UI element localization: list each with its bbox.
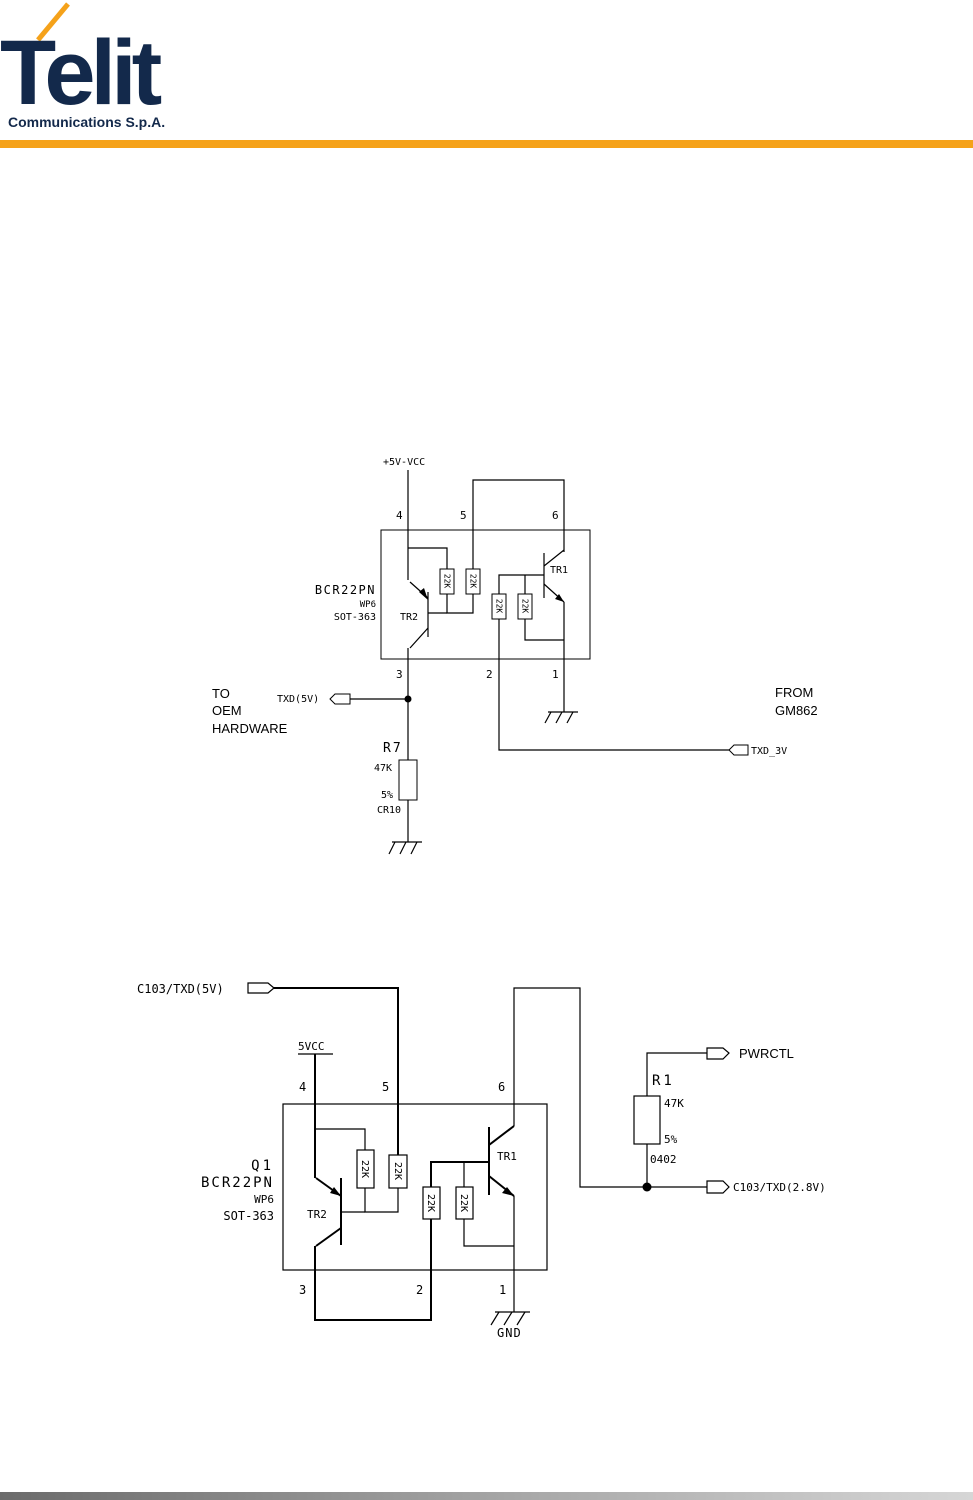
pin-2: 2 xyxy=(486,668,493,681)
port-txd-5v-label: TXD(5V) xyxy=(277,694,319,705)
wire-tr1-base-bus xyxy=(431,1162,489,1187)
resistor-22k-d-label: 22K xyxy=(521,599,530,614)
r1-tolerance: 5% xyxy=(664,1133,678,1146)
wire-c103-5v xyxy=(274,988,398,1155)
tr1-label: TR1 xyxy=(497,1150,517,1163)
pin-5: 5 xyxy=(382,1080,389,1094)
tr2-emitter xyxy=(410,628,428,648)
part-ref: Q1 xyxy=(251,1158,274,1174)
port-c103-5v-label: C103/TXD(5V) xyxy=(137,982,224,996)
wire-tr1-rbe-bottom xyxy=(525,619,564,640)
schematic-txd-level-shifter: +5V-VCC 4 5 6 3 2 1 BCR22PN WP6 SOT-363 … xyxy=(0,440,973,870)
pin-1: 1 xyxy=(552,668,559,681)
pin-3: 3 xyxy=(299,1283,306,1297)
port-txd-3v-label: TXD_3V xyxy=(751,746,787,757)
tr1-label: TR1 xyxy=(550,565,568,576)
note-to-oem-line1: TO xyxy=(212,686,230,701)
pin-6: 6 xyxy=(498,1080,505,1094)
logo-subtitle: Communications S.p.A. xyxy=(8,114,165,130)
port-flag-txd-5v xyxy=(330,694,350,704)
r1-case: 0402 xyxy=(650,1153,677,1166)
note-to-oem-line2: OEM xyxy=(212,703,242,718)
pin-4: 4 xyxy=(299,1080,306,1094)
wire-pin5-pin6 xyxy=(473,480,564,552)
resistor-22k-c-label: 22K xyxy=(495,599,504,614)
gnd-label: GND xyxy=(497,1326,522,1340)
package-name: SOT-363 xyxy=(223,1209,274,1223)
r7-value: 47K xyxy=(374,763,392,774)
footer-bar xyxy=(0,1492,973,1500)
wire-tr2-rbase xyxy=(315,1129,365,1150)
part-number: BCR22PN xyxy=(201,1175,274,1191)
r1-ref: R1 xyxy=(652,1073,675,1089)
logo-wordmark: Telit xyxy=(0,22,162,124)
pin-3: 3 xyxy=(396,668,403,681)
wire-tr1-rbe-bottom xyxy=(464,1219,514,1246)
resistor-r7 xyxy=(399,760,417,800)
supply-label: 5VCC xyxy=(298,1040,325,1053)
telit-logo: Telit Communications S.p.A. xyxy=(0,0,200,140)
port-flag-pwrctl xyxy=(707,1048,729,1059)
header-rule xyxy=(0,140,973,148)
note-from-gm-line2: GM862 xyxy=(775,703,818,718)
pin-1: 1 xyxy=(499,1283,506,1297)
ground-icon xyxy=(545,712,578,723)
tr2-label: TR2 xyxy=(307,1208,327,1221)
supply-label: +5V-VCC xyxy=(383,457,425,468)
wire-pin2 xyxy=(499,619,729,750)
r7-ref: R7 xyxy=(383,741,403,756)
ground-icon xyxy=(389,842,422,854)
page-header: Telit Communications S.p.A. xyxy=(0,0,973,150)
pin-5: 5 xyxy=(460,509,467,522)
package-name: SOT-363 xyxy=(334,612,376,623)
wire-tr2-base-bus xyxy=(447,594,473,613)
pin-6: 6 xyxy=(552,509,559,522)
port-flag-txd-3v xyxy=(729,745,748,755)
resistor-22k-d-label: 22K xyxy=(458,1194,469,1212)
port-pwrctl-label: PWRCTL xyxy=(739,1046,794,1061)
junction-dot xyxy=(405,696,412,703)
pin-4: 4 xyxy=(396,509,403,522)
package-code: WP6 xyxy=(360,600,376,610)
tr2-label: TR2 xyxy=(400,612,418,623)
resistor-22k-b-label: 22K xyxy=(392,1162,403,1180)
tr1-collector xyxy=(489,1126,514,1145)
r1-value: 47K xyxy=(664,1097,684,1110)
note-to-oem-line3: HARDWARE xyxy=(212,721,288,736)
port-flag-c103-2v8 xyxy=(707,1181,729,1193)
r7-case: CR10 xyxy=(377,805,401,816)
wire-tr2-rbase xyxy=(408,548,447,569)
resistor-22k-b-label: 22K xyxy=(469,574,478,589)
wire-tr2-base-bus xyxy=(365,1188,398,1212)
port-c103-2v8-label: C103/TXD(2.8V) xyxy=(733,1181,826,1194)
port-flag-c103-5v xyxy=(248,983,274,993)
resistor-22k-c-label: 22K xyxy=(425,1194,436,1212)
pin-2: 2 xyxy=(416,1283,423,1297)
tr2-arrow xyxy=(419,588,428,600)
wire-tr1-base-bus xyxy=(499,575,544,594)
package-code: WP6 xyxy=(254,1193,274,1206)
resistor-22k-a-label: 22K xyxy=(443,574,452,589)
schematic-c103-level-shifter: C103/TXD(5V) 5VCC 4 5 6 3 2 1 Q1 BCR22PN… xyxy=(0,970,973,1350)
tr2-emitter xyxy=(316,1228,341,1246)
part-number: BCR22PN xyxy=(315,583,376,597)
wire-pin6 xyxy=(514,988,707,1187)
r7-tolerance: 5% xyxy=(381,790,393,801)
tr1-collector xyxy=(544,550,564,566)
ground-icon xyxy=(491,1312,530,1325)
resistor-22k-a-label: 22K xyxy=(359,1160,370,1178)
note-from-gm-line1: FROM xyxy=(775,685,813,700)
resistor-r1 xyxy=(634,1096,660,1144)
